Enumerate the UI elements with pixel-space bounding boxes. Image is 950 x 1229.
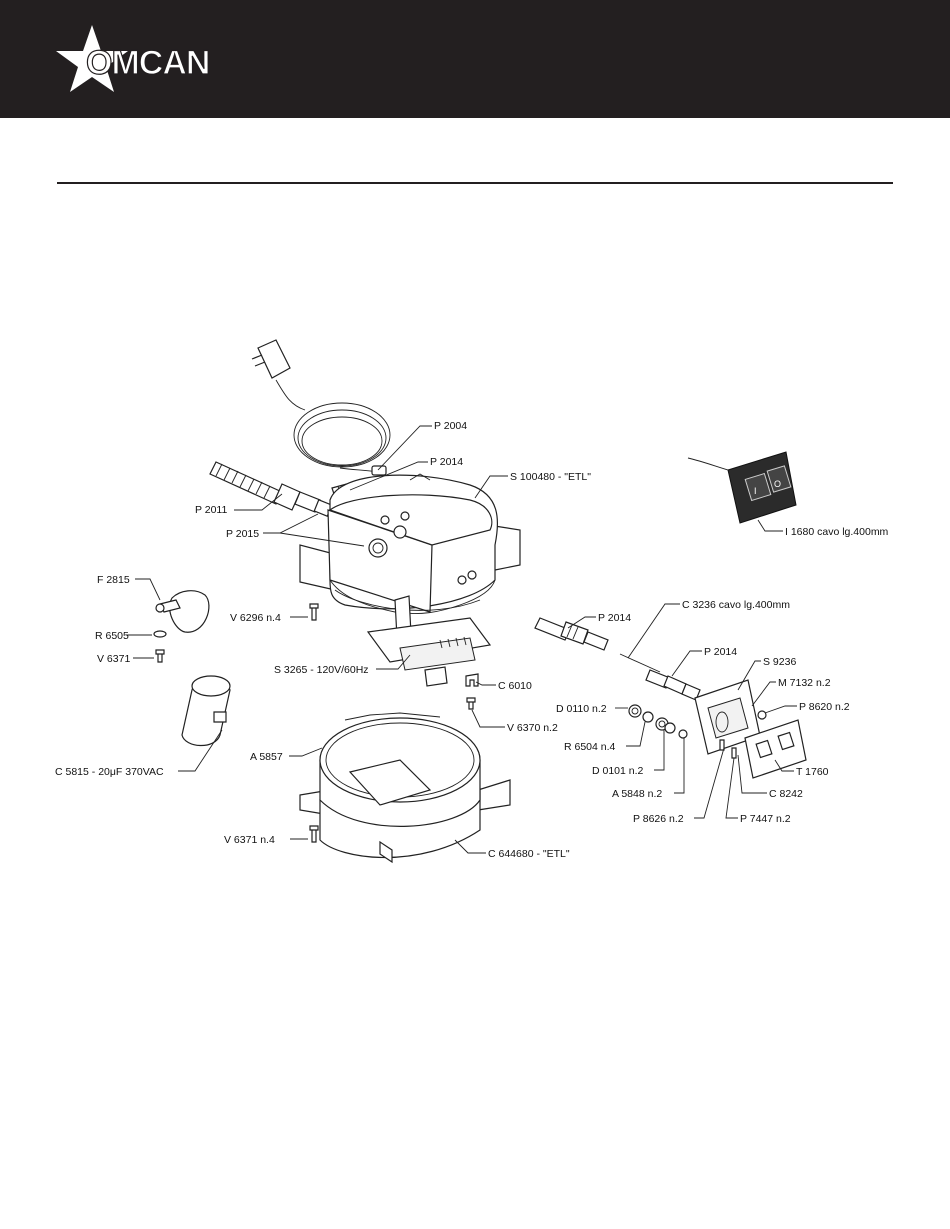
motor-housing-drawing [299, 473, 521, 639]
clip-drawing [465, 673, 479, 710]
label-c644680: C 644680 - "ETL" [488, 848, 570, 860]
switch-plate-drawing [694, 679, 807, 779]
cable-clamp-drawing [153, 590, 210, 663]
label-s100480: S 100480 - "ETL" [510, 471, 591, 483]
label-p2014-r: P 2014 [704, 646, 737, 658]
label-i1680: I 1680 cavo lg.400mm [785, 526, 889, 538]
label-m7132: M 7132 n.2 [778, 677, 831, 689]
label-c5815: C 5815 - 20μF 370VAC [55, 766, 164, 778]
label-p2004: P 2004 [434, 420, 467, 432]
power-cord-drawing [251, 339, 391, 476]
label-c6010: C 6010 [498, 680, 532, 692]
label-p2011: P 2011 [195, 504, 227, 516]
label-v6371-b: V 6371 n.4 [224, 834, 275, 846]
label-d0101: D 0101 n.2 [592, 765, 644, 777]
nuts-washers-drawing [628, 704, 688, 739]
svg-text:O: O [774, 479, 781, 489]
label-p8626: P 8626 n.2 [633, 813, 684, 825]
screw-drawing [309, 603, 319, 621]
label-p8620: P 8620 n.2 [799, 701, 850, 713]
circuit-board-drawing [366, 617, 492, 687]
label-r6505: R 6505 [95, 630, 129, 642]
label-c3236: C 3236 cavo lg.400mm [682, 599, 790, 611]
switch-drawing: I O [687, 451, 797, 524]
svg-text:I: I [754, 486, 757, 496]
switch-cable-drawing [534, 617, 701, 701]
label-v6370: V 6370 n.2 [507, 722, 558, 734]
label-p2014-top: P 2014 [430, 456, 463, 468]
motor-base-drawing [299, 712, 511, 864]
label-v6296: V 6296 n.4 [230, 612, 281, 624]
label-a5848: A 5848 n.2 [612, 788, 662, 800]
label-v6371-a: V 6371 [97, 653, 130, 665]
label-f2815: F 2815 [97, 574, 130, 586]
star-icon [56, 25, 128, 92]
label-s9236: S 9236 [763, 656, 796, 668]
label-p2015: P 2015 [226, 528, 259, 540]
label-p2014-mid: P 2014 [598, 612, 631, 624]
label-c8242: C 8242 [769, 788, 803, 800]
header-rule [57, 182, 893, 184]
label-t1760: T 1760 [796, 766, 829, 778]
omcan-logo: OMCAN [56, 25, 211, 92]
leader-lines [126, 425, 797, 854]
label-a5857: A 5857 [250, 751, 283, 763]
header-bar: OMCAN [0, 0, 950, 118]
label-r6504: R 6504 n.4 [564, 741, 616, 753]
label-d0110: D 0110 n.2 [556, 703, 607, 715]
label-s3265: S 3265 - 120V/60Hz [274, 664, 369, 676]
screw-drawing-base [309, 825, 319, 843]
corrugated-sleeve-drawing [209, 461, 333, 517]
capacitor-drawing [181, 675, 231, 747]
label-p7447: P 7447 n.2 [740, 813, 791, 825]
brand-name: OMCAN [86, 44, 209, 82]
